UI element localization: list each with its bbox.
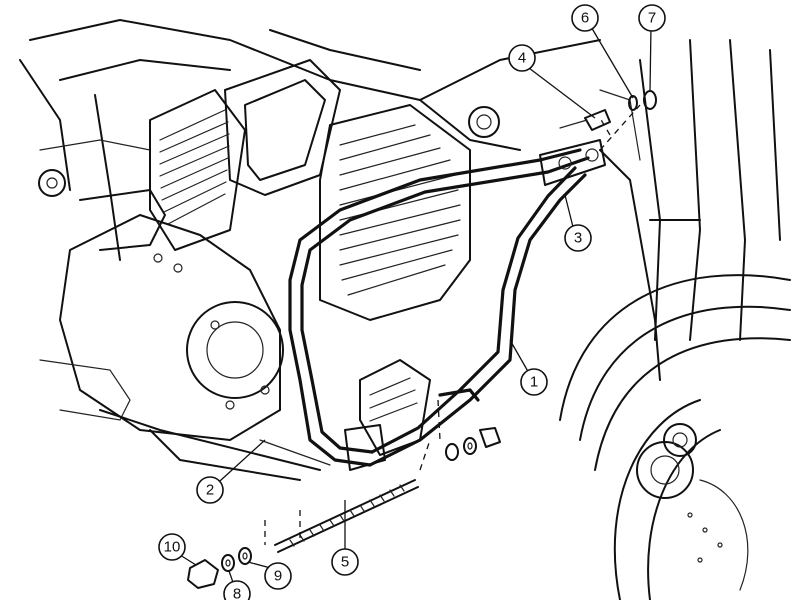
callout-8: 8 bbox=[223, 580, 251, 600]
washer-part-8 bbox=[221, 554, 235, 572]
callout-3: 3 bbox=[564, 224, 592, 252]
nut-part-10 bbox=[187, 559, 219, 589]
brake-disc bbox=[636, 423, 749, 591]
front-wheel bbox=[559, 274, 791, 600]
threaded-rod-part-5 bbox=[274, 479, 419, 553]
engine-crankcase bbox=[39, 189, 284, 441]
svg-text:5: 5 bbox=[341, 554, 349, 571]
washer-part-6 bbox=[628, 95, 638, 111]
rear-cylinder-fins bbox=[149, 89, 246, 251]
front-cylinder-fins bbox=[319, 104, 471, 321]
assembly-lines bbox=[264, 104, 641, 545]
callout-7: 7 bbox=[638, 4, 666, 32]
svg-text:3: 3 bbox=[574, 230, 582, 247]
svg-text:7: 7 bbox=[648, 10, 656, 27]
svg-text:9: 9 bbox=[274, 568, 282, 585]
callout-6: 6 bbox=[571, 4, 599, 32]
callout-10: 10 bbox=[158, 533, 186, 561]
engine-guard-bar bbox=[288, 148, 590, 471]
svg-text:1: 1 bbox=[530, 374, 538, 391]
callout-9: 9 bbox=[264, 562, 292, 590]
callout-5: 5 bbox=[331, 548, 359, 576]
svg-text:2: 2 bbox=[206, 482, 214, 499]
washer-part-9 bbox=[238, 547, 252, 565]
washers-right bbox=[445, 427, 501, 461]
lower-frame bbox=[99, 409, 331, 481]
front-fork bbox=[599, 39, 781, 381]
callout-2: 2 bbox=[196, 476, 224, 504]
engine-mount-bolt bbox=[468, 106, 500, 138]
callout-1: 1 bbox=[520, 368, 548, 396]
svg-text:8: 8 bbox=[233, 586, 241, 600]
svg-text:4: 4 bbox=[518, 50, 526, 67]
svg-text:10: 10 bbox=[164, 539, 181, 556]
mounting-bracket bbox=[539, 139, 606, 186]
bolt-part-4 bbox=[559, 109, 611, 131]
callout-4: 4 bbox=[508, 44, 536, 72]
svg-text:6: 6 bbox=[581, 10, 589, 27]
